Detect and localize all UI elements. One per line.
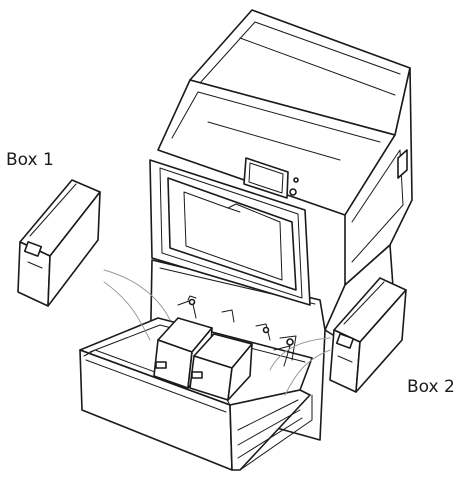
box2-handle-icon (335, 333, 355, 349)
box1-side (47, 191, 101, 307)
inner-box-left-handle-icon (155, 361, 167, 369)
box1 (17, 179, 101, 307)
guide-curve-box1 (103, 269, 171, 321)
indicator-icon (293, 177, 299, 183)
box1-label: Box 1 (6, 150, 54, 170)
box2 (329, 277, 407, 393)
connector-icon (286, 338, 294, 346)
control-panel (243, 157, 299, 199)
guide-curve-box2 (269, 337, 331, 371)
drawer-boxes (153, 295, 297, 401)
box2-label: Box 2 (407, 377, 455, 397)
guide-arrows (103, 269, 331, 396)
vent-icon (397, 149, 408, 179)
box2-side (355, 289, 407, 393)
inner-box-right-handle-icon (191, 371, 203, 379)
door (149, 159, 311, 306)
control-screen (243, 157, 289, 199)
door-window (167, 177, 297, 291)
box1-handle-icon (23, 241, 43, 257)
power-button-icon (289, 188, 297, 196)
